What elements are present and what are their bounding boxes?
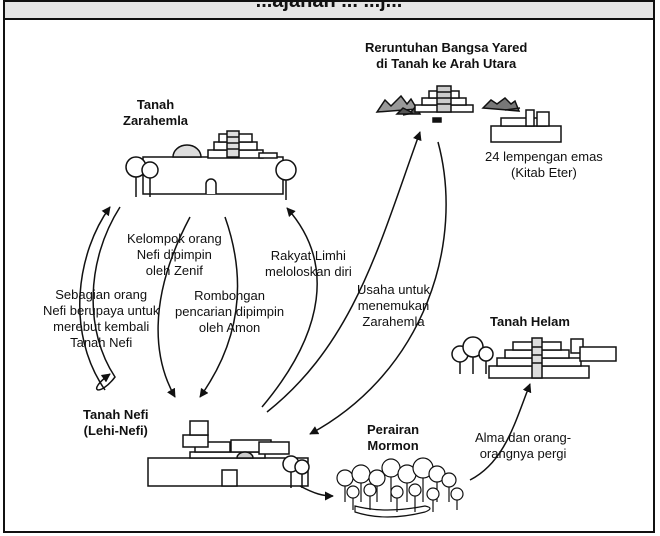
diagram-title: ...ajahan ... ...j... (5, 2, 653, 13)
arrow-sebagian-down (92, 206, 121, 391)
journey-limhi-line1: Rakyat Limhi (270, 248, 346, 263)
journey-usaha-line2: menemukan (357, 298, 430, 313)
title-bar: ...ajahan ... ...j... (5, 2, 653, 20)
arrow-nefi-to-mormon (299, 485, 334, 501)
journey-sebagian-line2: Nefi berupaya untuk (43, 303, 160, 318)
journey-limhi-label: Rakyat Limhi meloloskan diri (265, 248, 352, 280)
arrow-zenif (157, 216, 191, 398)
zarahemla-label-line1: Tanah (136, 97, 175, 112)
arrow-alma (469, 383, 532, 481)
journey-alma-line2: orangnya pergi (479, 446, 567, 461)
journey-amon-line1: Rombongan (194, 288, 265, 303)
plates-label: 24 lempengan emas (Kitab Eter) (485, 149, 603, 181)
helam-label-line1: Tanah Helam (490, 314, 570, 329)
journey-zenif-line3: oleh Zenif (145, 263, 203, 278)
plates-label-line2: (Kitab Eter) (511, 165, 577, 180)
mormon-trees-icon (336, 457, 464, 518)
journey-sebagian-line3: merebut kembali (53, 319, 150, 334)
nefi-label: Tanah Nefi (Lehi-Nefi) (83, 407, 149, 439)
nefi-label-line1: Tanah Nefi (83, 407, 149, 422)
journey-zenif-line1: Kelompok orang (127, 231, 222, 246)
mormon-label-line1: Perairan (367, 422, 420, 437)
helam-city-icon (451, 336, 617, 379)
nefi-city-icon (147, 420, 310, 488)
nefi-label-line2: (Lehi-Nefi) (83, 423, 148, 438)
journey-limhi-line2: meloloskan diri (265, 264, 352, 279)
diagram-frame: ...ajahan ... ...j... (3, 0, 655, 533)
journey-usaha-label: Usaha untuk menemukan Zarahemla (357, 282, 430, 330)
journey-alma-label: Alma dan orang- orangnya pergi (475, 430, 571, 462)
yared-label-line1: Reruntuhan Bangsa Yared (365, 40, 528, 55)
plates-icon (490, 109, 562, 143)
helam-label: Tanah Helam (490, 314, 570, 330)
journey-alma-line1: Alma dan orang- (475, 430, 572, 445)
journey-amon-line2: pencarian dipimpin (175, 304, 285, 319)
arrow-sebagian-up (79, 206, 111, 391)
zarahemla-label-line2: Zarahemla (123, 113, 189, 128)
arrow-amon (199, 216, 239, 398)
plates-label-line1: 24 lempengan emas (485, 149, 603, 164)
journey-sebagian-label: Sebagian orang Nefi berupaya untuk mereb… (43, 287, 159, 351)
journey-zenif-label: Kelompok orang Nefi dipimpin oleh Zenif (127, 231, 222, 279)
mormon-label-line2: Mormon (367, 438, 419, 453)
arrow-limhi (261, 207, 318, 408)
mormon-label: Perairan Mormon (367, 422, 419, 454)
yared-label-line2: di Tanah ke Arah Utara (376, 56, 517, 71)
yared-ruins-icon (375, 85, 521, 123)
zarahemla-city-icon (125, 130, 297, 200)
journey-usaha-line1: Usaha untuk (357, 282, 430, 297)
journey-sebagian-line4: Tanah Nefi (70, 335, 133, 350)
yared-label: Reruntuhan Bangsa Yared di Tanah ke Arah… (365, 40, 527, 72)
arrow-usaha-up (266, 131, 422, 413)
journey-usaha-line3: Zarahemla (362, 314, 425, 329)
journey-map (79, 85, 617, 518)
zarahemla-label: Tanah Zarahemla (123, 97, 188, 129)
journey-amon-line3: oleh Amon (198, 320, 261, 335)
journey-amon-label: Rombongan pencarian dipimpin oleh Amon (175, 288, 284, 336)
journey-sebagian-line1: Sebagian orang (55, 287, 148, 302)
arrow-usaha-down (309, 141, 447, 435)
journey-zenif-line2: Nefi dipimpin (136, 247, 212, 262)
